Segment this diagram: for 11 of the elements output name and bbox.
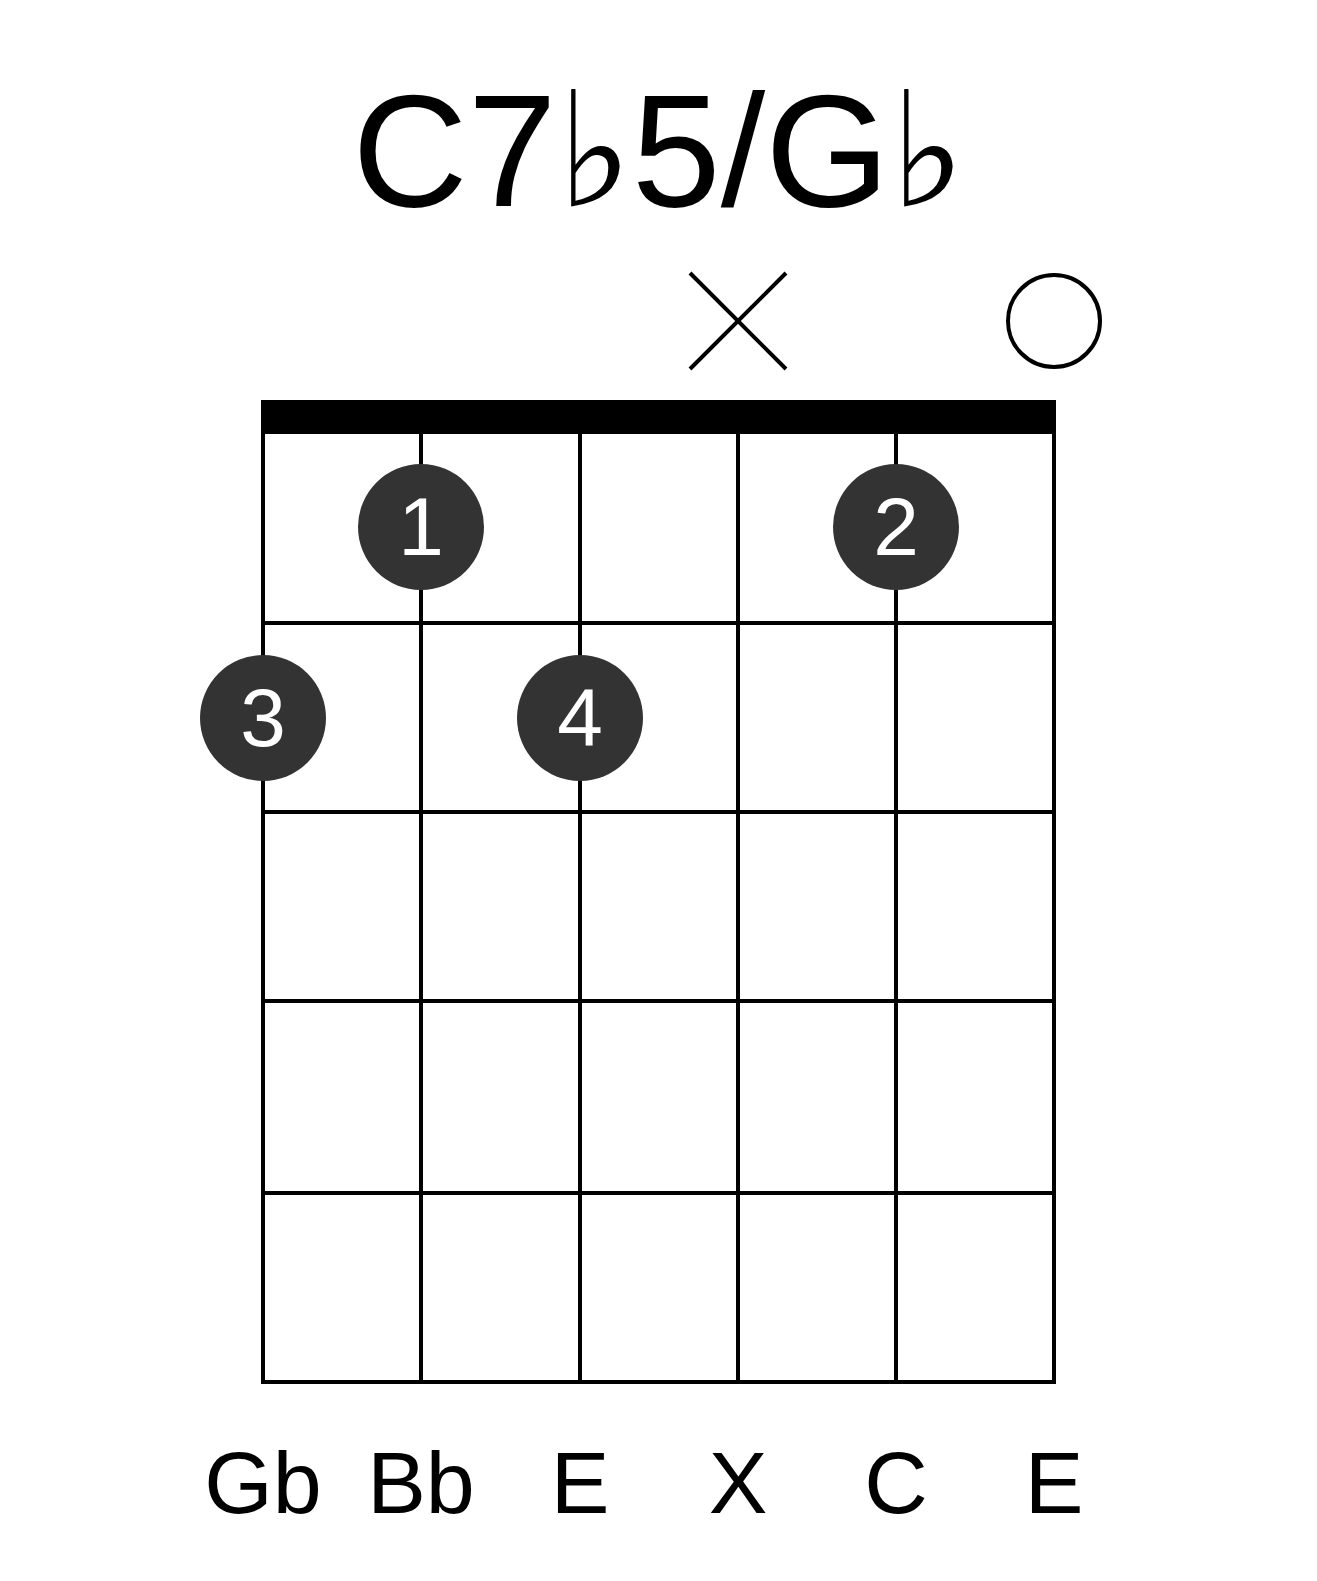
finger-dot: 3 xyxy=(200,655,326,781)
string-note-label: E xyxy=(550,1433,610,1532)
string-note-label: Bb xyxy=(367,1433,475,1532)
string-note-label: Gb xyxy=(204,1433,322,1532)
string-note-label: X xyxy=(708,1433,768,1532)
string-note-label: E xyxy=(1024,1433,1084,1532)
finger-dot: 1 xyxy=(358,464,484,590)
string-note-label: C xyxy=(864,1433,928,1532)
chord-title: C7♭5/G♭ xyxy=(352,60,965,242)
finger-dot: 4 xyxy=(517,655,643,781)
finger-dot: 2 xyxy=(833,464,959,590)
